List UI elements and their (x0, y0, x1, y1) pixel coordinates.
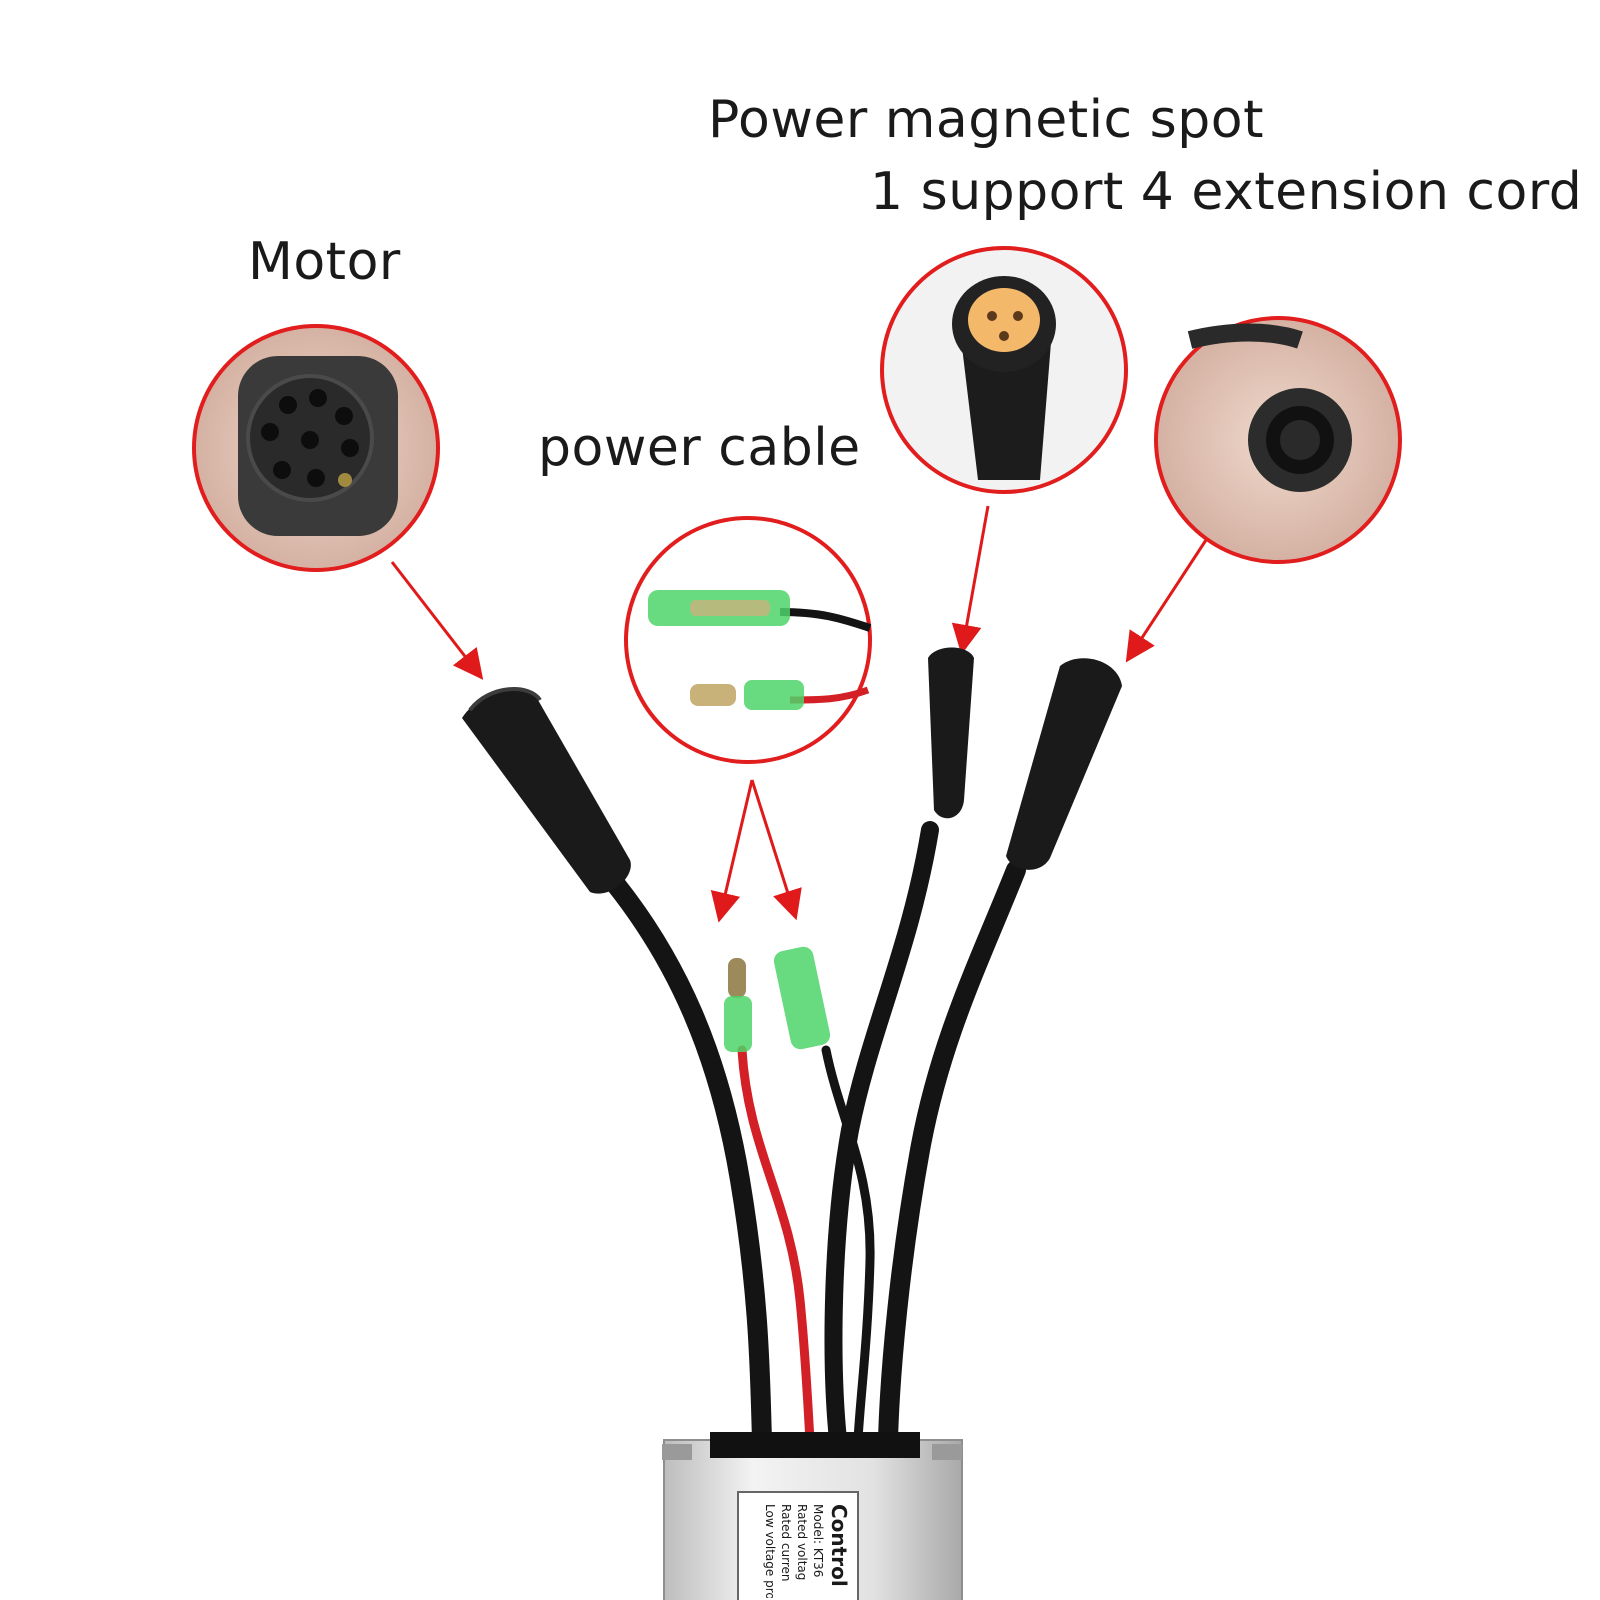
magnetic-spot-callout (880, 246, 1128, 494)
controller-sticker: Control Model: KT36 Rated voltag Rated c… (744, 1498, 854, 1598)
black-wire-terminal (773, 946, 831, 1050)
controller-line: Model: KT36 (811, 1504, 825, 1578)
motor-connector (462, 687, 631, 894)
motor-callout (192, 324, 440, 572)
red-wire-terminal (724, 958, 752, 1052)
controller-line: Rated curren (779, 1504, 793, 1582)
controller-box (662, 1432, 963, 1600)
power-cable-label: power cable (538, 418, 861, 478)
controller-line: Low voltage pro (763, 1504, 777, 1598)
extension-cord-callout (1154, 316, 1402, 564)
extension-cord-label: 1 support 4 extension cord (870, 162, 1583, 222)
controller-line: Rated voltag (795, 1504, 809, 1581)
power-magnetic-spot-label: Power magnetic spot (708, 90, 1264, 150)
magnetic-spot-connector (928, 647, 974, 819)
arrows (390, 505, 1208, 923)
controller-title: Control (827, 1504, 851, 1587)
cables (594, 821, 1026, 1450)
power-cable-callout (624, 516, 872, 764)
extension-connector (1006, 658, 1122, 870)
motor-label: Motor (248, 232, 401, 292)
